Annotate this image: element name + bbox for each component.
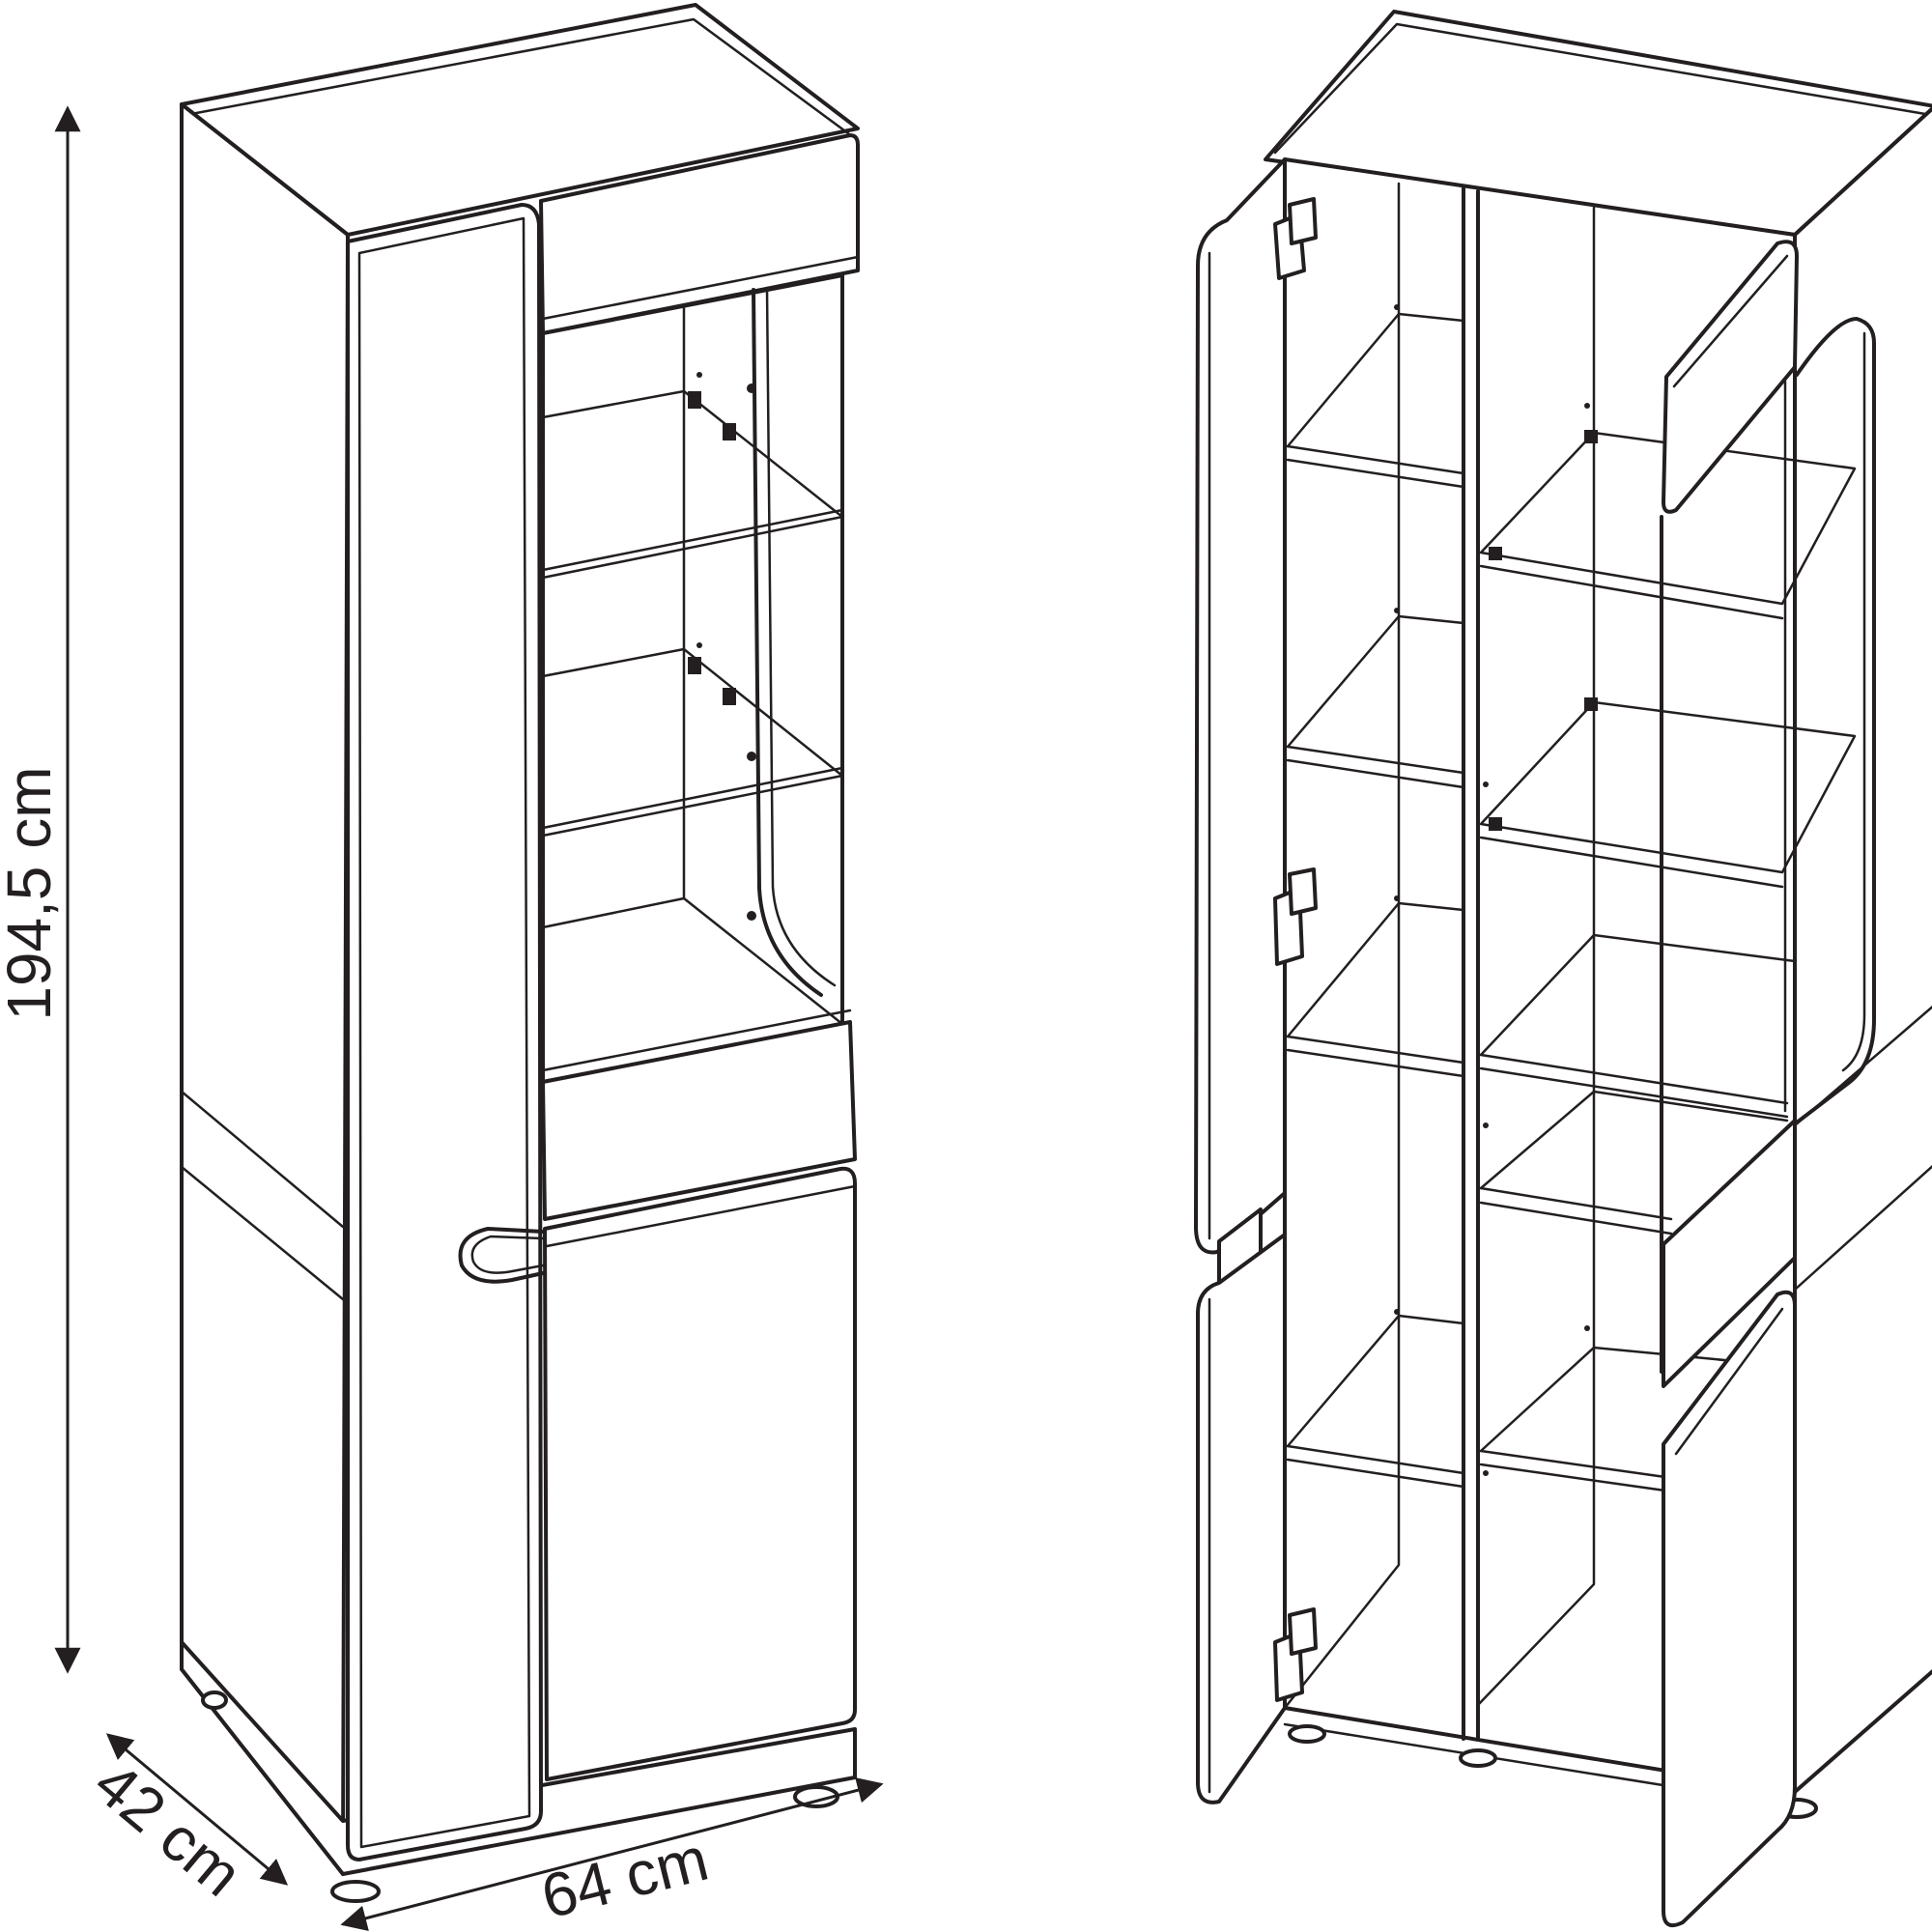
height-label: 194,5 cm [0,766,64,1020]
depth-label: 42 cm [81,1748,255,1910]
lower-door [543,1166,857,1781]
door-handle [458,1227,545,1284]
open-right-drawer [1662,1119,1797,1388]
foot-front [330,1880,381,1903]
closed-cabinet [180,3,860,1903]
shelf-pin [1584,697,1598,711]
foot-mid-open [1459,1748,1497,1768]
depth-dimension-line [105,1733,289,1886]
foot-left-open [1288,1724,1326,1744]
open-right-glass-door [1660,317,1876,1374]
shelf-pin [723,423,736,440]
upper-panel [539,133,860,335]
width-label: 64 cm [534,1824,715,1932]
height-dimension: 194,5 cm [0,105,81,1674]
open-right-lower-door [1662,1290,1797,1927]
shelf-pin [688,391,701,409]
shelf-pin [1584,430,1598,443]
cabinet-side [180,102,350,1876]
width-dimension-line [340,1777,884,1931]
open-left-lower-door [1196,1233,1287,1804]
shelf-pin [688,657,701,674]
foot-left [201,1690,228,1710]
open-left-upper-door [1194,157,1287,1255]
glass-shelf [1479,431,1857,606]
glass-shelf [1479,700,1857,874]
shelf-pin [1489,817,1502,831]
middle-drawer [541,1020,857,1221]
shelf-pin [1489,547,1502,560]
shelf-pin [723,688,736,705]
left-door [346,203,543,1861]
open-cabinet [1194,10,1932,1927]
